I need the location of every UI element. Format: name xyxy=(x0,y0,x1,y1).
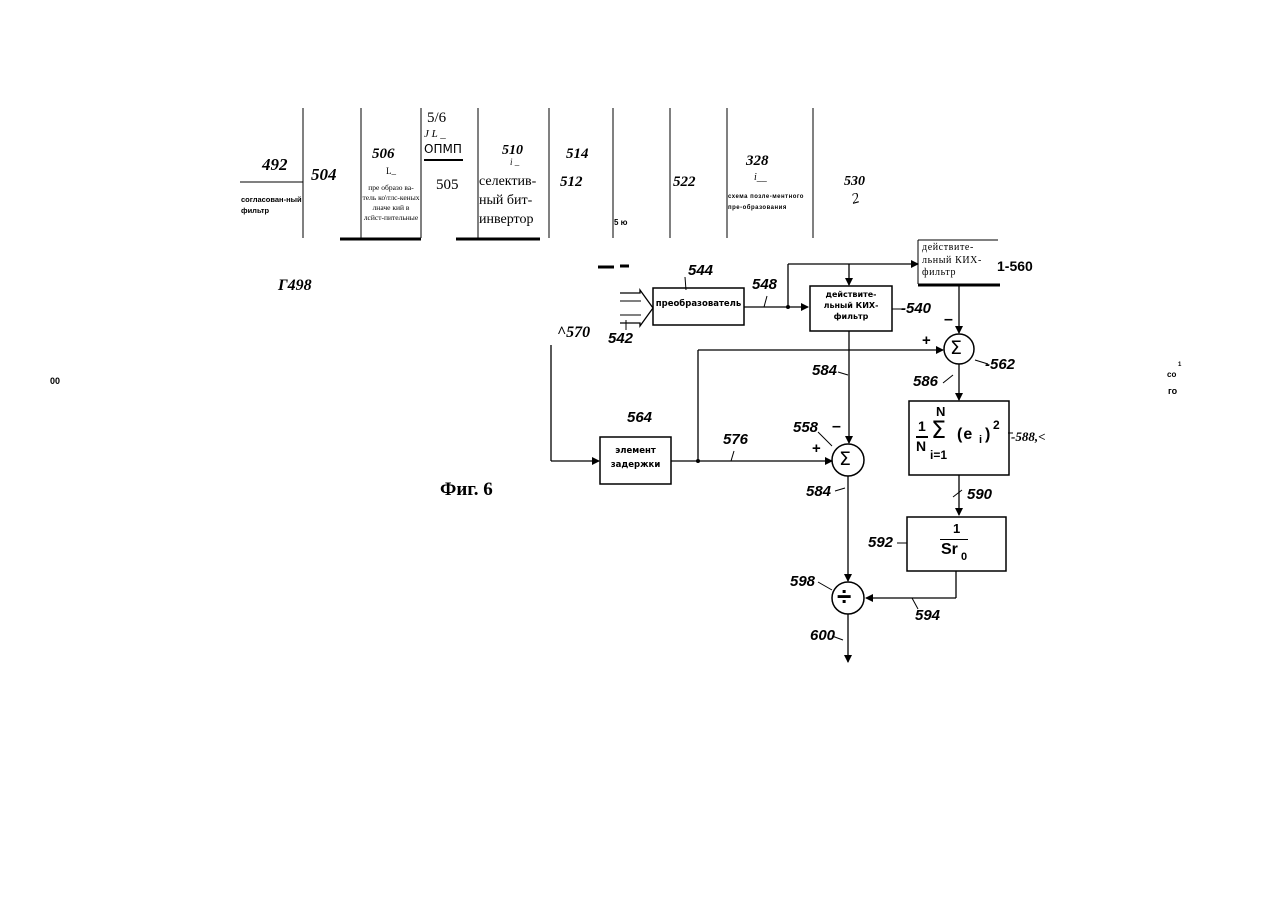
formula-sum-symbol: Σ xyxy=(931,416,946,444)
sum-562-minus: – xyxy=(944,311,953,329)
label-576: 576 xyxy=(723,431,748,448)
label-598: 598 xyxy=(790,573,815,590)
formula-close: ) xyxy=(985,426,990,444)
label-588: -588,< xyxy=(1011,429,1046,445)
label-584-top: 584 xyxy=(812,362,837,379)
formula-frac-bottom: N xyxy=(916,438,926,454)
recip-bar xyxy=(940,539,968,540)
label-592: 592 xyxy=(868,534,893,551)
label-586: 586 xyxy=(913,373,938,390)
sum-558-symbol: Σ xyxy=(839,448,851,470)
label-584-bottom: 584 xyxy=(806,483,831,500)
sum-558-minus: – xyxy=(832,418,841,436)
sum-562-plus: + xyxy=(922,332,931,349)
formula-term-sub: i xyxy=(979,434,982,446)
divider-symbol: ÷ xyxy=(837,581,851,611)
label-564: 564 xyxy=(627,409,652,426)
recip-bottom: Sr xyxy=(941,541,958,559)
formula-sum-bottom: i=1 xyxy=(930,448,947,462)
label-562: -562 xyxy=(985,356,1015,373)
sum-558-plus: + xyxy=(812,440,821,457)
recip-top: 1 xyxy=(953,521,960,536)
formula-term: (e xyxy=(957,426,973,444)
label-570: ^570 xyxy=(557,324,590,342)
label-548: 548 xyxy=(752,276,777,293)
formula-frac-top: 1 xyxy=(918,418,926,434)
label-600: 600 xyxy=(810,627,835,644)
label-544: 544 xyxy=(688,262,713,279)
formula-square: 2 xyxy=(993,418,1000,432)
real-fir-block: действите-льный КИХ-фильтр xyxy=(812,289,890,322)
real-fir-top-label: действите-льный КИХ-фильтр xyxy=(922,242,1000,280)
label-594: 594 xyxy=(915,607,940,624)
sum-562-symbol: Σ xyxy=(950,337,962,359)
label-558: 558 xyxy=(793,419,818,436)
delay-block: элемент задержки xyxy=(604,444,667,472)
label-590: 590 xyxy=(967,486,992,503)
label-1-560: 1-560 xyxy=(997,258,1033,274)
label-540: -540 xyxy=(901,300,931,317)
converter-block: преобразователь xyxy=(653,299,744,309)
label-542: 542 xyxy=(608,330,633,347)
recip-bottom-sub: 0 xyxy=(961,551,967,563)
